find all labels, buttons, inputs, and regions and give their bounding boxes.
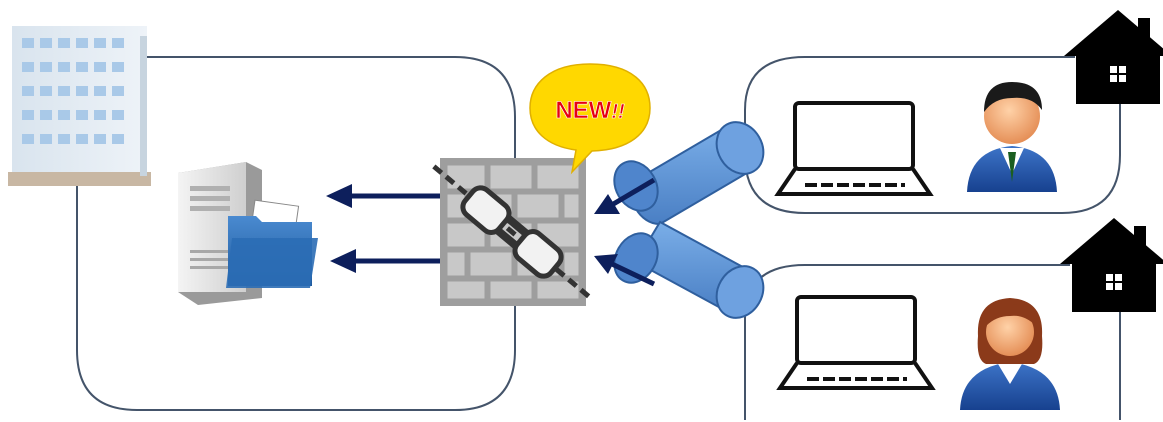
new-badge-text: NEW (555, 97, 611, 124)
house-icon-bottom (1060, 218, 1163, 312)
female-user-icon (960, 298, 1060, 410)
laptop-icon-bottom (780, 297, 932, 388)
office-building-icon (8, 26, 151, 186)
male-user-icon (967, 82, 1057, 192)
home-boundary-bottom (745, 265, 1120, 420)
server-with-folder-icon (178, 162, 318, 305)
arrow-firewall-to-server-top (326, 184, 446, 208)
house-icon-top (1064, 10, 1163, 104)
home-boundary-top (745, 57, 1120, 213)
new-badge: NEW!! (530, 64, 650, 172)
firewall-plug-icon (424, 154, 601, 310)
vpn-tunnel-bottom (594, 222, 773, 326)
laptop-icon-top (778, 103, 930, 194)
svg-text:NEW!!: NEW!! (555, 97, 625, 124)
arrow-firewall-to-server-bottom (330, 249, 446, 273)
new-badge-suffix: !! (611, 101, 625, 123)
